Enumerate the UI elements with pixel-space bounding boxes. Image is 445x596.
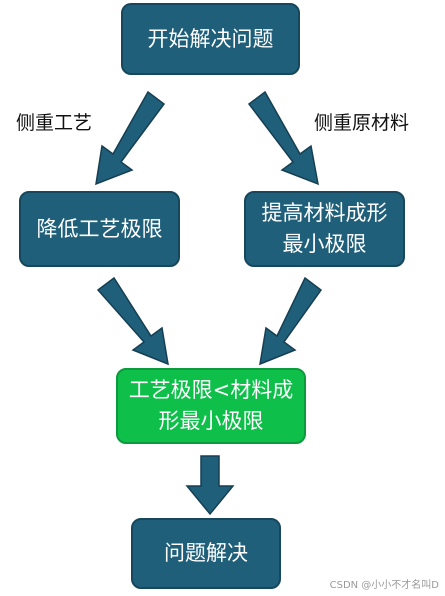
left-node: 降低工艺极限 [19, 191, 180, 267]
start-node-label: 开始解决问题 [147, 26, 274, 51]
condition-node-label: 工艺极限<材料成形最小极限 [128, 378, 294, 433]
start-node: 开始解决问题 [121, 3, 300, 75]
arrow-left-to-condition [96, 276, 169, 366]
arrow-start-to-left [95, 90, 166, 186]
edge-label-right: 侧重原材料 [314, 112, 410, 134]
watermark: CSDN @小小不才名叫D [329, 580, 439, 591]
arrow-right-to-condition [259, 276, 323, 366]
end-node: 问题解决 [131, 518, 281, 589]
arrow-condition-to-end [185, 455, 235, 516]
condition-node: 工艺极限<材料成形最小极限 [116, 368, 306, 444]
end-node-label: 问题解决 [164, 541, 248, 565]
arrow-start-to-right [247, 90, 319, 186]
right-node-label: 提高材料成形最小极限 [261, 201, 388, 256]
right-node: 提高材料成形最小极限 [244, 191, 405, 267]
edge-label-left: 侧重工艺 [16, 112, 93, 134]
left-node-label: 降低工艺极限 [36, 216, 163, 241]
